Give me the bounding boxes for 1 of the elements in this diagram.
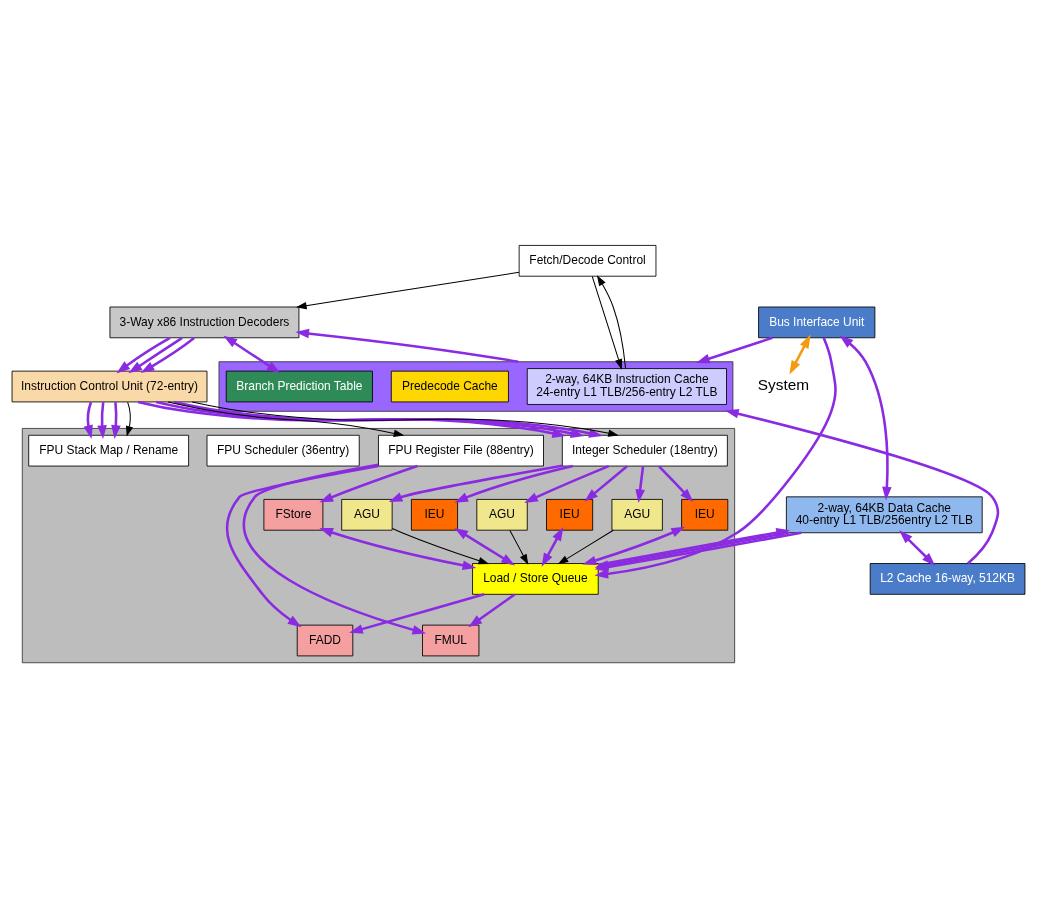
node-text: System: [757, 376, 810, 394]
